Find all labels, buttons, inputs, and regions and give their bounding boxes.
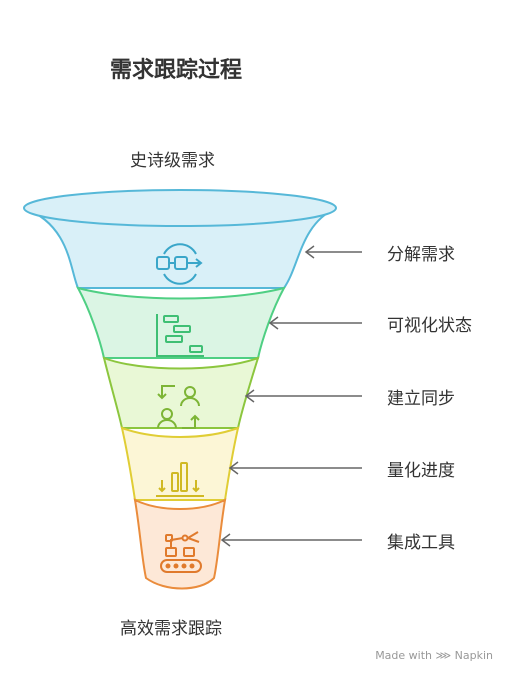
step-label-5: 集成工具 (387, 533, 455, 553)
page-title: 需求跟踪过程 (109, 58, 242, 83)
decompose-icon (156, 243, 203, 285)
bar-chart-icon (156, 462, 204, 497)
funnel-top-ellipse (23, 189, 337, 227)
step-arrows (220, 245, 362, 547)
step-label-3: 建立同步 (387, 389, 455, 409)
funnel-segment-5 (133, 498, 227, 590)
funnel-top-label: 史诗级需求 (130, 151, 215, 171)
funnel-bottom-label: 高效需求跟踪 (120, 619, 222, 639)
step-label-4: 量化进度 (387, 461, 455, 481)
sync-users-icon (157, 385, 200, 429)
funnel-segment-3 (102, 356, 260, 429)
conveyor-robot-icon (160, 531, 202, 573)
step-label-2: 可视化状态 (387, 316, 472, 336)
funnel-segment-2 (76, 286, 286, 359)
napkin-watermark: Made with ⋙ Napkin (375, 649, 493, 662)
step-label-1: 分解需求 (387, 245, 455, 265)
gantt-icon (156, 314, 204, 357)
